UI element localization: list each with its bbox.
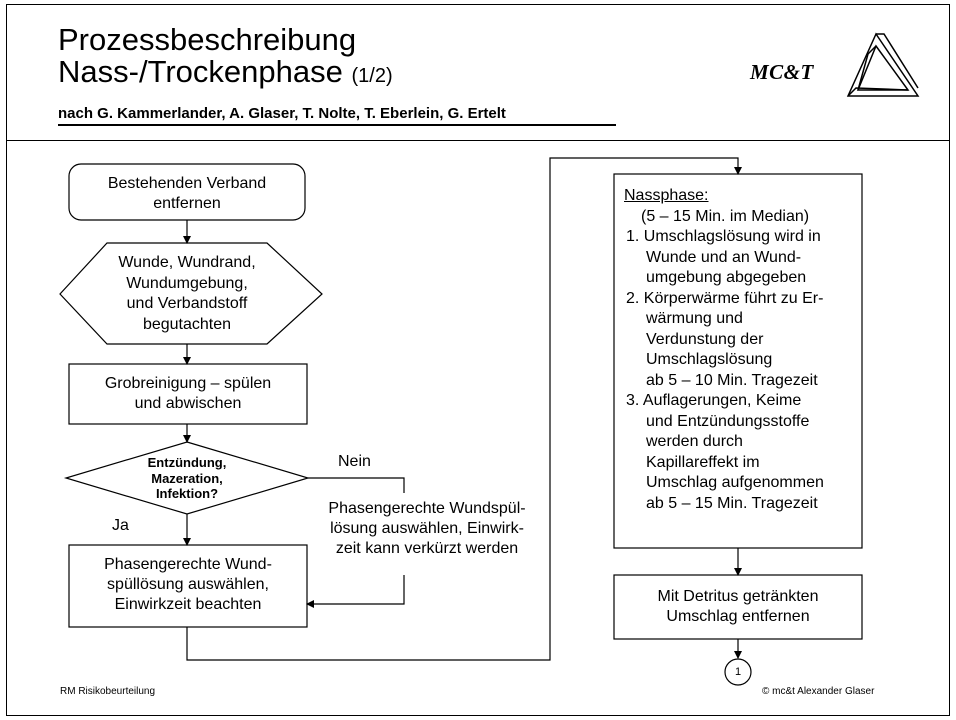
nassphase-item-1-line-1: 1. Umschlagslösung wird in xyxy=(626,228,821,245)
nassphase-median: (5 – 15 Min. im Median) xyxy=(641,207,810,225)
authors-line: nach G. Kammerlander, A. Glaser, T. Nolt… xyxy=(58,105,506,122)
nassphase-item-2-line-2: wärmung und xyxy=(646,310,743,327)
step4-line-2: spüllösung auswählen, xyxy=(107,576,269,593)
step2-line-4: begutachten xyxy=(142,315,232,333)
step2-text: Wunde, Wundrand, Wundumgebung, und Verba… xyxy=(90,253,284,335)
title-line-2-text: Nass-/Trockenphase xyxy=(58,54,343,89)
title-line-1: Prozessbeschreibung xyxy=(58,22,357,57)
nassphase-item-2-line-1: 2. Körperwärme führt zu Er- xyxy=(626,289,824,307)
step1-line-1: Bestehenden Verband xyxy=(107,175,267,192)
step5-text: Mit Detritus getränkten Umschlag entfern… xyxy=(614,587,862,627)
step2-line-2: Wundumgebung, xyxy=(126,274,248,292)
step4-line-1: Phasengerechte Wund- xyxy=(104,556,272,573)
step3-text: Grobreinigung – spülen und abwischen xyxy=(69,374,307,414)
step3-line-2: und abwischen xyxy=(134,395,242,412)
side-note-line-2: lösung auswählen, Einwirk- xyxy=(330,520,524,537)
nassphase-item-3-line-2: und Entzündungsstoffe xyxy=(646,412,810,430)
nassphase-text: Nassphase: (5 – 15 Min. im Median) 1. Um… xyxy=(624,186,854,514)
step4-box xyxy=(68,544,308,628)
nassphase-item-1-line-2: Wunde und an Wund- xyxy=(646,248,802,266)
connector-label: 1 xyxy=(734,666,742,678)
header-underline xyxy=(58,124,616,126)
nassphase-item-3-line-5: Umschlag aufgenommen xyxy=(646,474,824,491)
step1-line-2: entfernen xyxy=(153,195,221,212)
step3-line-1: Grobreinigung – spülen xyxy=(104,375,272,392)
label-no: Nein xyxy=(338,453,371,470)
nassphase-item-1-line-3: umgebung abgegeben xyxy=(646,269,807,286)
nassphase-item-3-line-3: werden durch xyxy=(646,433,743,450)
nassphase-item-2-line-5: ab 5 – 10 Min. Tragezeit xyxy=(646,371,818,389)
footer-left: RM Risikobeurteilung xyxy=(60,686,156,697)
step5-line-2: Umschlag entfernen xyxy=(666,608,810,625)
triangle-logo-icon xyxy=(846,32,920,97)
header-divider xyxy=(6,140,950,141)
page-title: Prozessbeschreibung Nass-/Trockenphase (… xyxy=(58,24,393,92)
decision-line-3: Infektion? xyxy=(155,486,219,501)
label-yes: Ja xyxy=(112,517,129,534)
step2-line-1: Wunde, Wundrand, xyxy=(118,254,256,271)
step2-hexagon xyxy=(59,242,323,345)
title-line-2: Nass-/Trockenphase (1/2) xyxy=(58,56,393,92)
slide-frame xyxy=(6,4,950,716)
decision-line-1: Entzündung, xyxy=(147,455,227,470)
decision-line-2: Mazeration, xyxy=(151,470,223,486)
side-note-text: Phasengerechte Wundspül- lösung auswähle… xyxy=(302,499,552,559)
connector-circle xyxy=(724,658,752,686)
nassphase-item-3-line-6: ab 5 – 15 Min. Tragezeit xyxy=(646,494,818,512)
step5-line-1: Mit Detritus getränkten xyxy=(657,588,819,605)
step4-text: Phasengerechte Wund- spüllösung auswähle… xyxy=(69,555,307,615)
nassphase-item-2-line-4: Umschlagslösung xyxy=(646,351,773,368)
nassphase-item-3-line-1: 3. Auflagerungen, Keime xyxy=(626,392,802,409)
step4-line-3: Einwirkzeit beachten xyxy=(114,596,262,613)
step3-box xyxy=(68,363,308,425)
side-note-line-3: zeit kann verkürzt werden xyxy=(335,540,519,557)
side-note-line-1: Phasengerechte Wundspül- xyxy=(328,500,526,517)
nassphase-heading: Nassphase: xyxy=(624,187,709,204)
step2-line-3: und Verbandstoff xyxy=(126,295,248,312)
step1-text: Bestehenden Verband entfernen xyxy=(69,174,305,214)
nassphase-item-3-line-4: Kapillareffekt im xyxy=(646,453,760,471)
logo-text: MC&T xyxy=(750,60,814,84)
decision-text: Entzündung, Mazeration, Infektion? xyxy=(100,455,274,502)
nassphase-item-2-line-3: Verdunstung der xyxy=(646,330,764,348)
footer-right: © mc&t Alexander Glaser xyxy=(762,686,875,697)
title-suffix: (1/2) xyxy=(351,65,393,87)
